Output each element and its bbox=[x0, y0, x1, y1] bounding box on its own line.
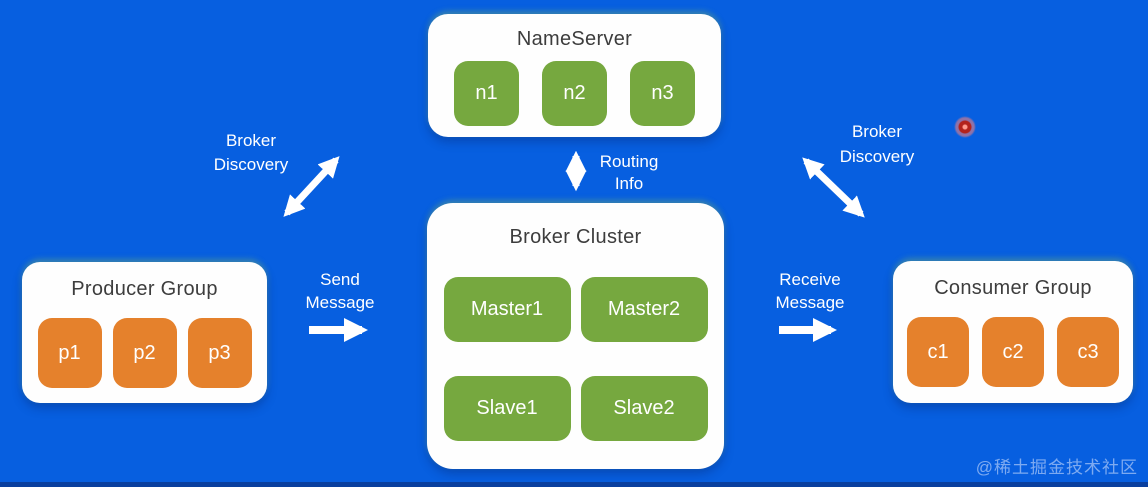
send-message-line2: Message bbox=[305, 293, 375, 312]
receive-message-line2: Message bbox=[775, 293, 845, 312]
consumer-node-row: c1 c2 c3 bbox=[907, 317, 1119, 387]
watermark: @稀土掘金技术社区 bbox=[975, 458, 1138, 477]
routing-info-label: Routing Info bbox=[589, 151, 669, 195]
nameserver-title: NameServer bbox=[516, 28, 633, 50]
nameserver-node-n1: n1 bbox=[454, 61, 519, 126]
nameserver-node-n3: n3 bbox=[630, 61, 695, 126]
nameserver-node-row: n1 n2 n3 bbox=[454, 61, 695, 126]
consumer-node-c1: c1 bbox=[907, 317, 969, 387]
send-message-line1: Send bbox=[320, 270, 360, 289]
broker-discovery-right-line2: Discovery bbox=[839, 147, 915, 166]
video-frame-edge bbox=[0, 482, 1148, 487]
broker-cluster-grid: Master1 Master2 Slave1 Slave2 bbox=[443, 277, 708, 441]
receive-message-label: Receive Message bbox=[750, 268, 870, 314]
broker-node-slave2: Slave2 bbox=[580, 376, 708, 441]
broker-cluster-title: Broker Cluster bbox=[509, 226, 642, 248]
receive-message-line1: Receive bbox=[779, 270, 841, 289]
laser-pointer-dot bbox=[954, 116, 976, 138]
broker-node-master2: Master2 bbox=[580, 277, 708, 342]
consumer-node-c2: c2 bbox=[982, 317, 1044, 387]
producer-node-row: p1 p2 p3 bbox=[37, 318, 252, 388]
broker-discovery-left-label: Broker Discovery bbox=[191, 129, 311, 177]
broker-discovery-left-line2: Discovery bbox=[213, 155, 289, 174]
producer-group-panel: Producer Group p1 p2 p3 bbox=[22, 262, 267, 403]
routing-info-line1: Routing bbox=[599, 152, 659, 171]
consumer-group-panel: Consumer Group c1 c2 c3 bbox=[893, 261, 1133, 403]
broker-cluster-panel: Broker Cluster Master1 Master2 Slave1 Sl… bbox=[427, 203, 724, 469]
broker-discovery-right-label: Broker Discovery bbox=[817, 119, 937, 169]
nameserver-node-n2: n2 bbox=[542, 61, 607, 126]
broker-node-slave1: Slave1 bbox=[443, 376, 571, 441]
producer-node-p3: p3 bbox=[187, 318, 252, 388]
nameserver-panel: NameServer n1 n2 n3 bbox=[428, 14, 721, 137]
routing-info-line2: Info bbox=[614, 174, 644, 193]
producer-group-title: Producer Group bbox=[71, 278, 218, 300]
broker-discovery-left-line1: Broker bbox=[225, 131, 277, 150]
broker-discovery-right-line1: Broker bbox=[851, 122, 903, 141]
producer-node-p2: p2 bbox=[112, 318, 177, 388]
send-message-label: Send Message bbox=[280, 268, 400, 314]
consumer-group-title: Consumer Group bbox=[934, 277, 1092, 299]
broker-node-master1: Master1 bbox=[443, 277, 571, 342]
consumer-node-c3: c3 bbox=[1057, 317, 1119, 387]
producer-node-p1: p1 bbox=[37, 318, 102, 388]
